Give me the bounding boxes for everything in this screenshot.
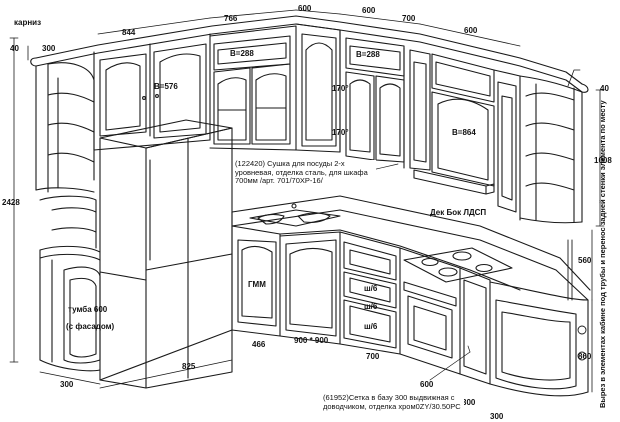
note-basket: (61952)Сетка в базу 300 выдвижная с дово… — [322, 393, 464, 411]
dim-left-40: 40 — [10, 44, 19, 53]
dimension-lines — [9, 9, 605, 393]
dim-top-600b: 600 — [362, 6, 376, 15]
dim-bottom-466: 466 — [252, 340, 266, 349]
label-sh6-2: ш/6 — [364, 302, 378, 311]
dim-right-860: 860 — [578, 352, 592, 361]
label-dek: Дек Бок ЛДСП — [430, 208, 487, 217]
dim-top-600c: 600 — [464, 26, 478, 35]
cooktop — [403, 247, 513, 283]
label-170-top: 170° — [332, 84, 349, 93]
label-w864: B=864 — [452, 128, 476, 137]
dim-bottom-300b: 300 — [462, 398, 476, 407]
lower-cabinets — [99, 225, 589, 397]
dim-top-700: 700 — [402, 14, 416, 23]
dim-bottom-700: 700 — [366, 352, 380, 361]
dim-right-40: 40 — [600, 84, 609, 93]
upper-right-corner-shelf — [519, 75, 583, 224]
dim-left-height: 2428 — [2, 198, 20, 207]
lower-left-curved-cabinet — [39, 195, 101, 372]
label-fasad: (с фасадом) — [66, 322, 115, 331]
upper-left-cabinets — [93, 33, 211, 151]
label-w576: B=576 — [154, 82, 178, 91]
dim-top-600a: 600 — [298, 4, 312, 13]
pipe-marker — [567, 239, 587, 361]
label-w288b: B=288 — [356, 50, 380, 59]
deck-shelf — [413, 169, 495, 195]
dim-bottom-825: 825 — [182, 362, 196, 371]
label-tumba: тумба 600 — [68, 305, 108, 314]
label-gmm: ГММ — [248, 280, 266, 289]
countertop — [231, 195, 591, 301]
dim-bottom-300c: 300 — [490, 412, 504, 421]
upper-cornice — [30, 15, 589, 93]
refrigerator — [99, 119, 233, 389]
label-sh6-3: ш/6 — [364, 322, 378, 331]
sink — [249, 203, 341, 227]
label-170-bottom: 170° — [332, 128, 349, 137]
dim-right-560: 560 — [578, 256, 592, 265]
note-pipe: Вырез в элементах кабине под трубы и пер… — [598, 100, 607, 408]
dim-top-844: 844 — [122, 28, 136, 37]
upper-glass-cabinets — [209, 25, 297, 151]
upper-left-corner-shelf — [35, 62, 95, 193]
dim-bottom-900: 900 * 900 — [294, 336, 329, 345]
dim-bottom-300a: 300 — [60, 380, 74, 389]
dim-bottom-600: 600 — [420, 380, 434, 389]
note-leaders — [371, 163, 471, 381]
note-dryer: (122420) Сушка для посуды 2-х уровневая,… — [234, 159, 376, 186]
label-sh6-1: ш/6 — [364, 284, 378, 293]
dim-top-766: 766 — [224, 14, 238, 23]
label-w288a: B=288 — [230, 49, 254, 58]
dim-left-300: 300 — [42, 44, 56, 53]
label-karniz: карниз — [14, 18, 42, 27]
dim-right-1008: 1008 — [594, 156, 612, 165]
